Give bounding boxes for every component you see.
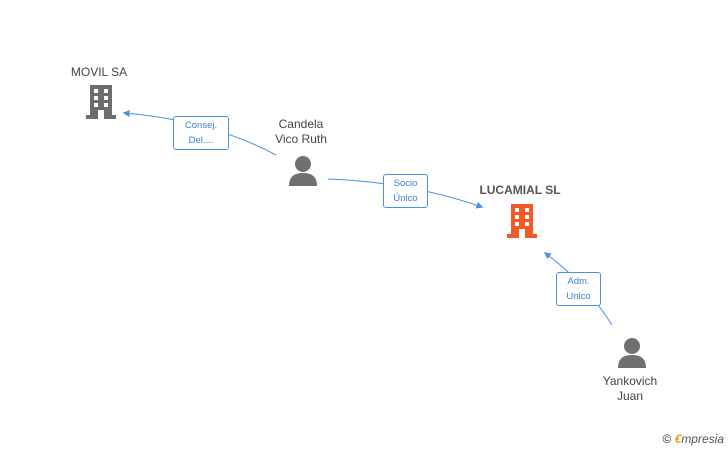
building-icon[interactable]	[506, 203, 538, 244]
brand-name: mpresia	[681, 432, 724, 446]
candela-first-name: Candela	[278, 117, 324, 131]
person-icon[interactable]	[617, 337, 647, 374]
edge-label-consej[interactable]: Consej. Del....	[173, 116, 229, 150]
copyright-symbol: ©	[662, 432, 672, 446]
person-icon[interactable]	[288, 155, 318, 192]
node-label-lucamial: LUCAMIAL SL	[479, 183, 561, 197]
edge-label-line1: Adm.	[567, 276, 590, 287]
candela-last-name: Vico Ruth	[275, 132, 327, 146]
node-label-movil: MOVIL SA	[70, 65, 128, 79]
edge-label-line1: Socio	[393, 178, 418, 189]
yankovich-last-name: Juan	[616, 389, 644, 403]
edge-label-line2: Del....	[188, 135, 214, 146]
edge-label-line2: Único	[393, 193, 418, 204]
building-icon[interactable]	[85, 84, 117, 125]
brand-initial: €	[674, 432, 682, 446]
edge-label-line1: Consej.	[184, 120, 218, 131]
node-label-yankovich: Yankovich Juan	[590, 374, 670, 404]
watermark: © €mpresia	[662, 432, 724, 446]
yankovich-first-name: Yankovich	[602, 374, 658, 388]
edge-label-socio[interactable]: Socio Único	[383, 174, 428, 208]
node-label-candela: Candela Vico Ruth	[260, 117, 342, 147]
edge-label-adm[interactable]: Adm. Unico	[556, 272, 601, 306]
edge-label-line2: Unico	[566, 291, 591, 302]
